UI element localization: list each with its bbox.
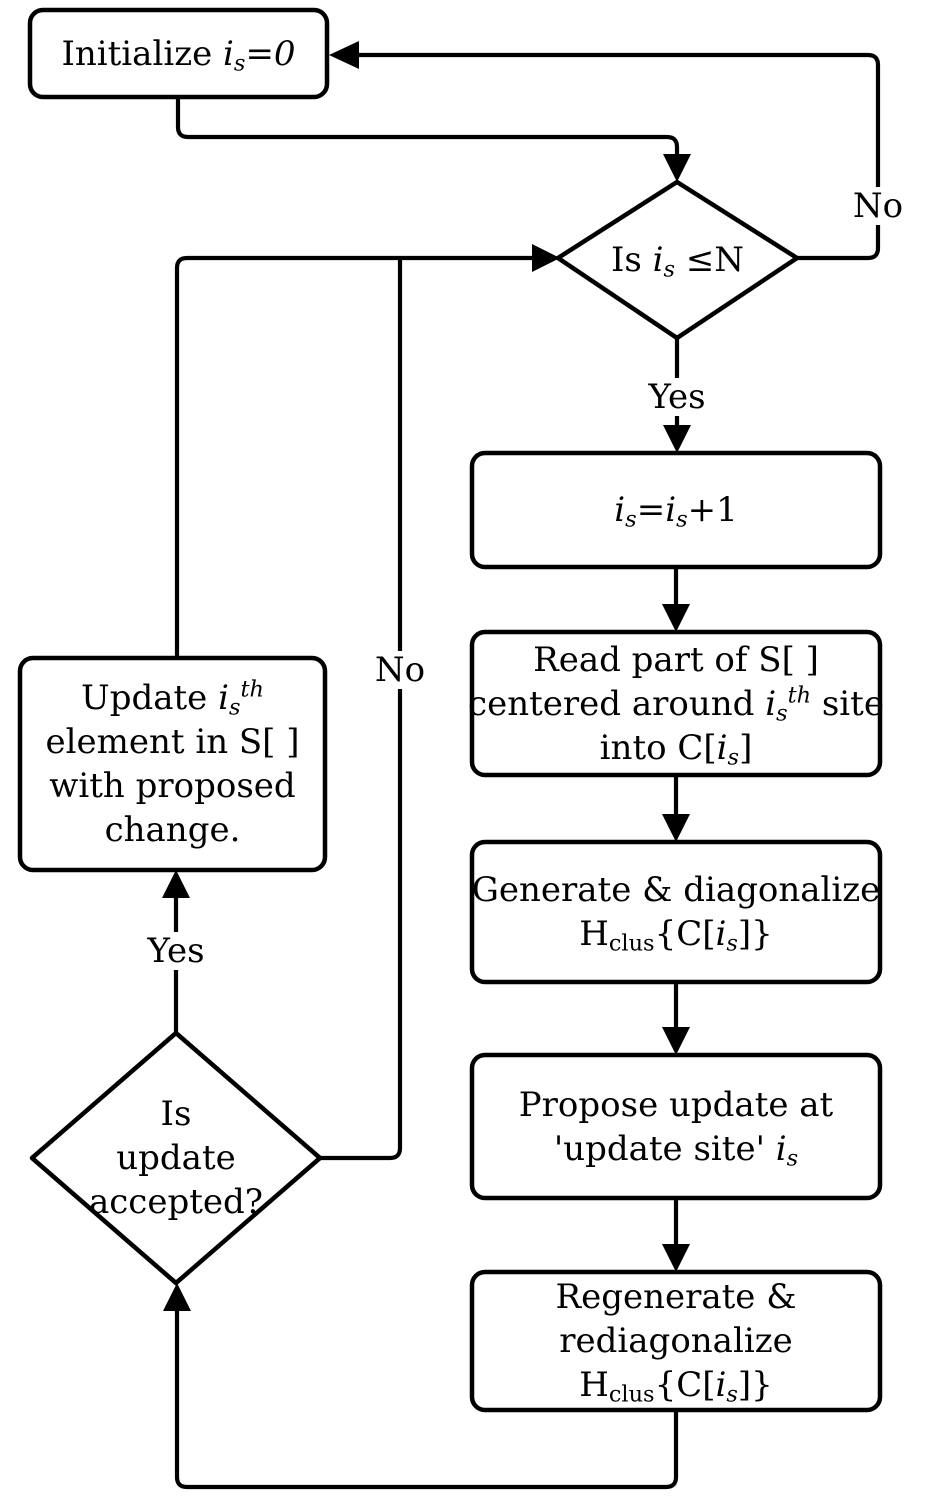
arrowhead-into-update-bottom [162, 870, 190, 898]
arrowhead-into-gen-top [662, 814, 690, 842]
update-line1: Update isth [81, 676, 264, 721]
read-line1: Read part of S[ ] [533, 639, 819, 680]
label-yes-cond-accept: Yes [140, 932, 212, 970]
arrowhead-into-regen-top [662, 1244, 690, 1272]
update-line2: element in S[ ] [45, 722, 300, 762]
propose-box-shape [469, 1052, 883, 1201]
arrowhead-into-cond-n-left [532, 244, 560, 272]
cond-accept-diamond-shape [29, 1030, 323, 1286]
edge-update-to-cond-n [174, 255, 532, 658]
node-regen: Regenerate & rediagonalize Hclus{C[is]} [472, 1272, 880, 1410]
edge-init-to-cond-n [175, 97, 680, 158]
node-propose: Propose update at 'update site' is [472, 1055, 880, 1198]
accept-line2: update [116, 1138, 236, 1178]
arrowhead-into-init-right [329, 41, 359, 69]
update-box-shape [17, 655, 328, 873]
node-init: Initialize is=0 [30, 10, 327, 97]
arrowhead-into-incr-top [663, 425, 691, 453]
node-incr: is=is+1 [472, 453, 880, 567]
node-gen: Generate & diagonalize Hclus{C[is]} [471, 842, 881, 982]
edge-cond-n-no-loop [359, 52, 881, 261]
flow-shapes [17, 7, 883, 1413]
incr-box-shape [469, 450, 883, 570]
gen-box-shape [469, 839, 883, 985]
node-read: Read part of S[ ] centered around isth s… [468, 632, 884, 775]
update-line3: with proposed [49, 766, 296, 806]
arrowhead-into-propose-top [662, 1027, 690, 1055]
node-cond-accept: Is update accepted? [32, 1033, 320, 1283]
label-yes-cond-n: Yes [641, 378, 713, 416]
accept-line3: accepted? [88, 1182, 264, 1222]
cond-n-var: is [652, 240, 676, 283]
regen-line3: Hclus{C[is]} [579, 1365, 773, 1408]
incr-label-line: is=is+1 [614, 490, 738, 533]
arrowhead-into-cond-accept-bottom [163, 1283, 191, 1311]
flow-edges [162, 41, 881, 1490]
regen-line2: rediagonalize [559, 1321, 793, 1361]
propose-line1: Propose update at [518, 1084, 834, 1125]
regen-line1: Regenerate & [555, 1277, 797, 1317]
read-line2: centered around isth site [468, 682, 884, 727]
cond-n-diamond-shape [555, 179, 800, 341]
cond-n-label-line: Is is ≤N [610, 240, 745, 283]
read-box-shape [469, 629, 883, 778]
edge-regen-to-cond-accept [174, 1311, 679, 1490]
node-cond-n: Is is ≤N [558, 182, 797, 338]
init-label-line: Initialize is=0 [61, 32, 295, 76]
update-line4: change. [104, 810, 241, 850]
init-text: Initialize [61, 33, 224, 74]
regen-box-shape [469, 1269, 883, 1413]
propose-line2: 'update site' is [553, 1128, 799, 1172]
label-no-cond-accept: No [367, 651, 433, 689]
gen-line1: Generate & diagonalize [471, 870, 881, 910]
label-no-cond-n: No [845, 187, 911, 225]
gen-line2: Hclus{C[is]} [579, 914, 773, 957]
arrowhead-into-read-top [662, 604, 690, 632]
arrowhead-into-cond-n-top [663, 154, 691, 182]
init-box-shape [27, 7, 330, 100]
read-line3: into C[is] [599, 727, 753, 771]
accept-line1: Is [160, 1094, 192, 1134]
edge-accept-no-up [320, 257, 403, 1161]
node-update: Update isth element in S[ ] with propose… [20, 658, 325, 870]
init-var: is=0 [223, 33, 296, 77]
